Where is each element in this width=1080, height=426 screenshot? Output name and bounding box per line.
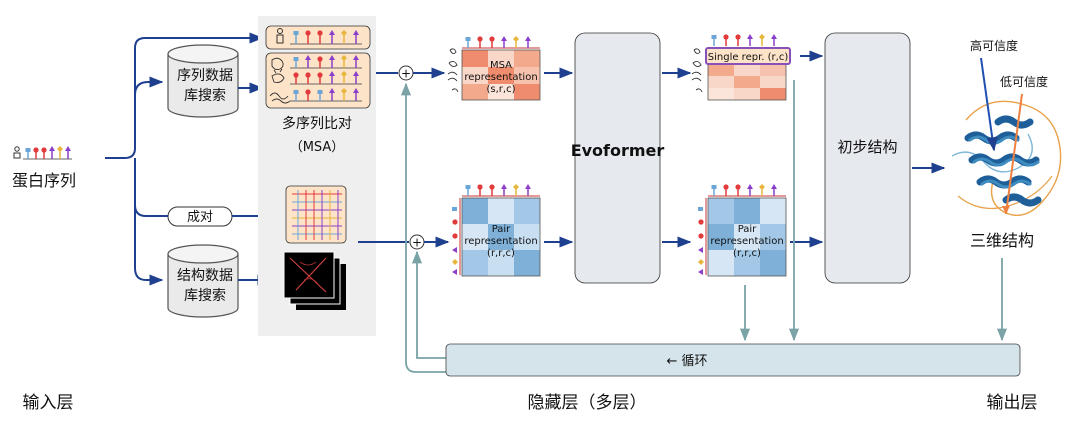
structure-3d-label: 三维结构: [970, 231, 1034, 250]
input-layer-label: 输入层: [23, 393, 74, 413]
pair-representation-out: [698, 184, 787, 277]
evoformer-block: [574, 32, 661, 284]
msa-repr-in-line2: representation: [464, 72, 537, 83]
initial-structure-block: [824, 32, 911, 284]
evoformer-label: Evoformer: [571, 141, 665, 160]
protein-sequence-icon: [13, 146, 72, 160]
high-confidence-label: 高可信度: [970, 38, 1018, 53]
msa-label-2: （MSA）: [290, 140, 345, 155]
pair-repr-out-line1: Pair: [738, 224, 757, 235]
sequence-database-label-1: 序列数据: [177, 68, 233, 84]
recycle-bar: [445, 343, 1021, 377]
sequence-database-label-2: 库搜索: [184, 87, 226, 104]
template-distogram-images: [283, 251, 346, 310]
pair-repr-in-line3: (r,r,c): [487, 248, 515, 259]
pair-repr-out-line2: representation: [710, 236, 783, 247]
msa-combine-node: +: [398, 65, 414, 81]
msa-query-row: [265, 25, 371, 50]
structure-database-label-1: 结构数据: [177, 268, 233, 284]
msa-repr-in-line1: MSA: [490, 60, 512, 71]
protein-3d-structure: [951, 100, 1062, 216]
svg-text:+: +: [401, 67, 411, 81]
msa-repr-in-line3: (s,r,c): [487, 84, 516, 95]
pair-input-matrix: [285, 185, 347, 244]
recycle-label: ← 循环: [666, 354, 707, 369]
single-representation-out: [691, 34, 791, 101]
hidden-layer-label: 隐藏层（多层）: [528, 393, 647, 413]
structure-database: [167, 244, 239, 318]
pair-combine-node: +: [409, 234, 425, 250]
hidden-input-arrows: [358, 67, 450, 248]
sequence-database: [167, 44, 239, 118]
pair-repr-out-line3: (r,r,c): [733, 248, 761, 259]
output-layer-label: 输出层: [987, 393, 1038, 413]
pair-repr-in-line2: representation: [464, 236, 537, 247]
pair-repr-in-line1: Pair: [492, 224, 511, 235]
protein-sequence-label: 蛋白序列: [12, 171, 76, 190]
recycle-arrows: [400, 80, 1008, 373]
svg-text:+: +: [412, 236, 422, 250]
input-branch-lines: [105, 32, 264, 286]
msa-label-1: 多序列比对: [282, 115, 352, 132]
pair-representation-in: [452, 184, 541, 277]
structure-database-label-2: 库搜索: [184, 287, 226, 304]
msa-homolog-rows: [265, 52, 371, 109]
low-confidence-label: 低可信度: [1000, 74, 1048, 89]
msa-representation-in: [447, 36, 541, 101]
pairing-label: 成对: [187, 210, 213, 225]
single-repr-label: Single repr. (r,c): [708, 52, 789, 63]
initial-structure-label: 初步结构: [837, 138, 897, 156]
